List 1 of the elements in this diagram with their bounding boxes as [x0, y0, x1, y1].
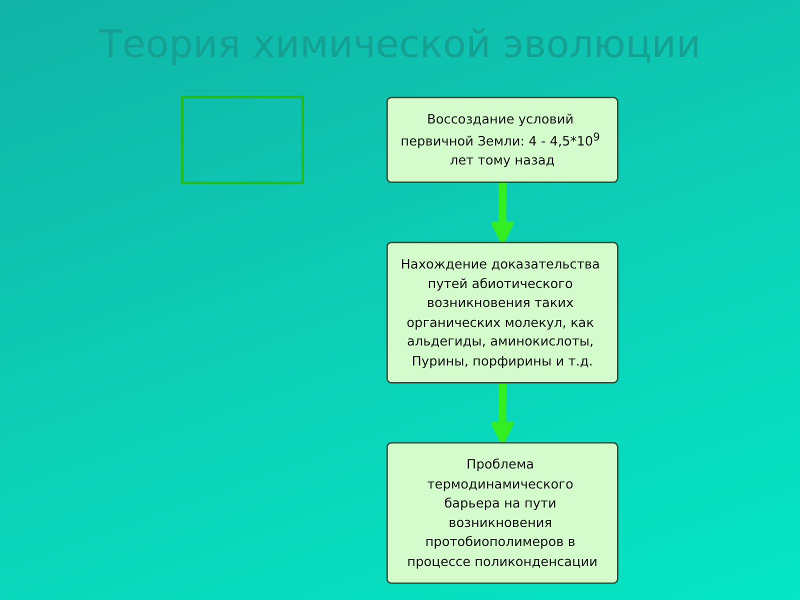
node-box — [181, 96, 304, 184]
